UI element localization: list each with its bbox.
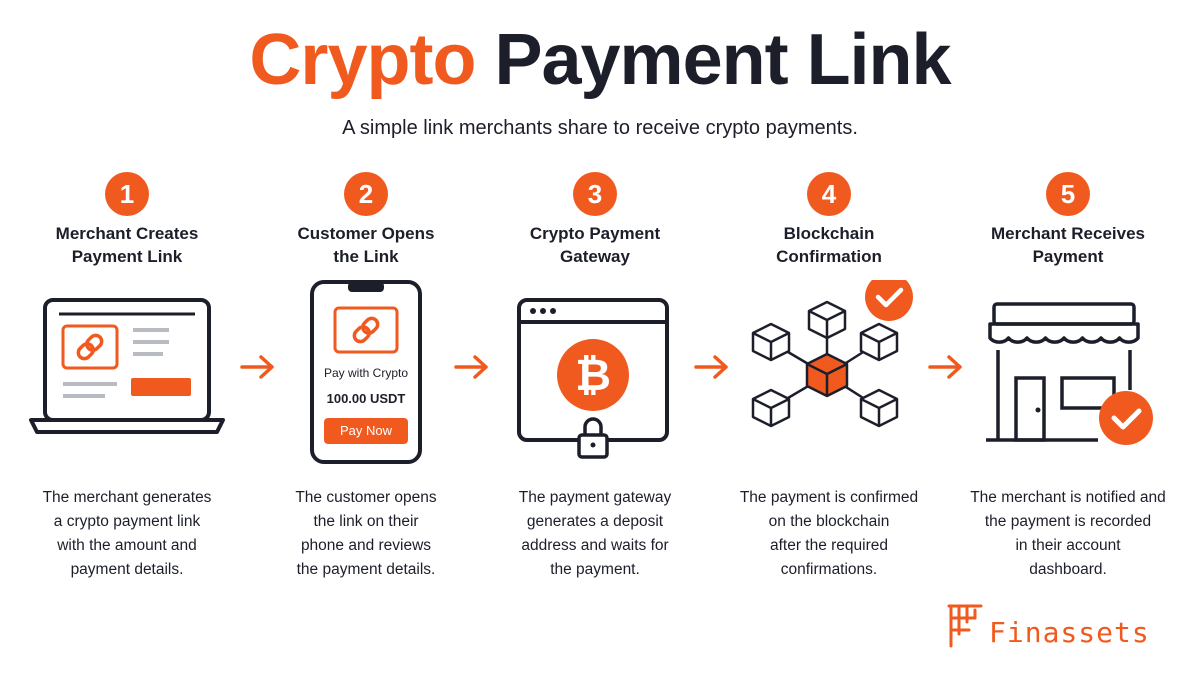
step-number-badge: 5 <box>1046 172 1090 216</box>
page-title: Crypto Payment Link <box>0 18 1200 102</box>
step-description: The customer opens the link on their pho… <box>295 489 437 578</box>
step-number-badge: 4 <box>807 172 851 216</box>
arrow-right-icon <box>694 355 728 379</box>
arrow-right-icon <box>928 355 962 379</box>
step-title: Customer Opens the Link <box>297 224 435 266</box>
arrow-right-icon <box>454 355 488 379</box>
page-subtitle: A simple link merchants share to receive… <box>342 117 858 139</box>
step-4: 4 Blockchain Confirmation The p <box>719 170 939 590</box>
step-3: 3 Crypto Payment Gateway ₿ The payment g… <box>485 170 705 590</box>
store-check-icon <box>986 302 1153 445</box>
blockchain-network-icon <box>751 280 913 428</box>
svg-text:₿: ₿ <box>575 351 611 400</box>
step-description: The merchant is notified and the payment… <box>970 489 1166 578</box>
step-1: 1 Merchant Creates Payment Link The merc… <box>17 170 237 590</box>
brand-name: Finassets <box>989 616 1150 649</box>
title-accent: Crypto <box>249 20 476 100</box>
step-title: Merchant Receives Payment <box>990 224 1146 266</box>
step-number-badge: 3 <box>573 172 617 216</box>
step-number-badge: 1 <box>105 172 149 216</box>
finassets-logo-icon <box>947 604 983 648</box>
step-description: The merchant generates a crypto payment … <box>42 489 212 578</box>
pay-with-crypto-label: Pay with Crypto <box>323 366 409 380</box>
step-description: The payment is confirmed on the blockcha… <box>739 489 919 578</box>
laptop-link-icon <box>29 298 225 434</box>
phone-payment-icon: Pay with Crypto 100.00 USDT Pay Now <box>256 280 476 470</box>
step-title: Merchant Creates Payment Link <box>55 224 199 266</box>
pay-now-button[interactable]: Pay Now <box>339 423 393 438</box>
arrow-right-icon <box>240 355 274 379</box>
title-rest: Payment Link <box>494 20 951 100</box>
brand-logo: Finassets <box>945 600 1175 650</box>
step-title: Crypto Payment Gateway <box>529 224 661 266</box>
step-5: 5 Merchant Receives Payment The merchant… <box>958 170 1178 590</box>
step-number-badge: 2 <box>344 172 388 216</box>
step-description: The payment gateway generates a deposit … <box>518 489 672 578</box>
step-title: Blockchain Confirmation <box>776 224 882 266</box>
browser-bitcoin-lock-icon: ₿ <box>517 298 669 459</box>
payment-amount: 100.00 USDT <box>326 391 406 406</box>
step-2: 2 Customer Opens the Link Pay with Crypt… <box>256 170 476 590</box>
